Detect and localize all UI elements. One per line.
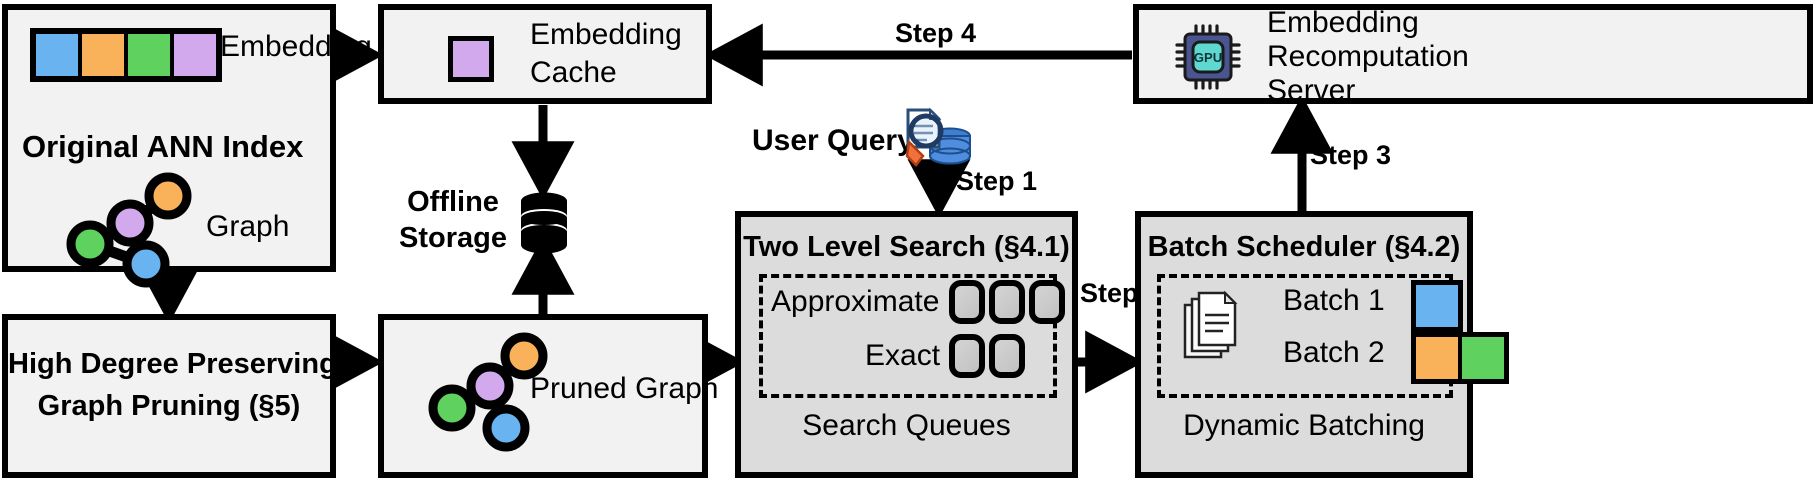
embedding-cache-line1: Embedding [530,18,682,51]
step1-label: Step 1 [956,166,1038,196]
graph-pruning-line2: Graph Pruning (§5) [37,390,301,422]
recomputation-server-line1: Embedding [1267,6,1419,39]
pruned-graph-label: Pruned Graph [530,372,719,405]
batch-1-swatches [1411,280,1463,332]
pruned-graph-box: Pruned Graph [378,314,718,478]
embedding-cell-green [128,34,174,76]
embedding-label: Embedding [220,30,372,63]
original-index-graph-icon [66,172,192,288]
batch-2-label: Batch 2 [1283,336,1385,369]
batch-2-swatches [1411,332,1509,384]
query-search-database-icon [905,107,971,167]
exact-queue-slots [949,334,1025,378]
queue-slot [1029,280,1065,324]
recomputation-server-line3: Server [1267,74,1356,107]
batch-scheduler-title: Batch Scheduler (§4.2) [1147,231,1461,263]
user-query-label: User Query [752,124,914,157]
gpu-icon-text: GPU [1194,50,1222,65]
database-icon [521,192,567,254]
batch-1-label: Batch 1 [1283,284,1385,317]
step3-label: Step 3 [1310,140,1392,170]
approximate-queue-slots [949,280,1065,324]
exact-label: Exact [865,339,941,372]
queue-slot [949,280,985,324]
documents-icon [1183,290,1238,359]
queue-slot [949,334,985,378]
two-level-search-box: Two Level Search (§4.1) Approximate Exac… [735,211,1078,478]
graph-label: Graph [206,210,290,243]
dynamic-batching-footer: Dynamic Batching [1183,409,1425,442]
recomputation-server-line2: Recomputation [1267,40,1469,73]
embedding-cell-blue [36,34,82,76]
batch-scheduler-box: Batch Scheduler (§4.2) Batch 1 Batch 2 D… [1135,211,1509,478]
batch-swatch-green [1462,337,1504,379]
approximate-label: Approximate [771,285,940,318]
step4-label: Step 4 [895,18,977,48]
two-level-search-title: Two Level Search (§4.1) [743,231,1070,263]
queue-slot [989,334,1025,378]
embedding-cache-box: Embedding Cache [378,4,712,104]
offline-storage-line2: Storage [399,222,507,254]
pruned-graph-icon [428,332,548,452]
embedding-cache-line2: Cache [530,56,617,89]
gpu-chip-icon: GPU [1175,24,1241,90]
batch-swatch-blue [1416,285,1458,327]
embedding-cell-orange [82,34,128,76]
embedding-cache-swatch [448,36,494,82]
graph-pruning-box: High Degree Preserving Graph Pruning (§5… [2,314,337,478]
embedding-cell-purple [174,34,216,76]
original-ann-index-title: Original ANN Index [22,129,304,164]
embedding-strip [30,28,222,82]
batch-swatch-orange [1416,337,1462,379]
search-queues-dashed-region [759,274,1057,398]
search-queues-footer: Search Queues [802,409,1011,442]
graph-pruning-line1: High Degree Preserving [8,348,337,380]
original-ann-index-box: Embedding Original ANN Index Graph [2,4,372,288]
recomputation-server-box: GPU Embedding Recomputation Server [1133,4,1813,107]
offline-storage-line1: Offline [407,186,499,218]
queue-slot [989,280,1025,324]
